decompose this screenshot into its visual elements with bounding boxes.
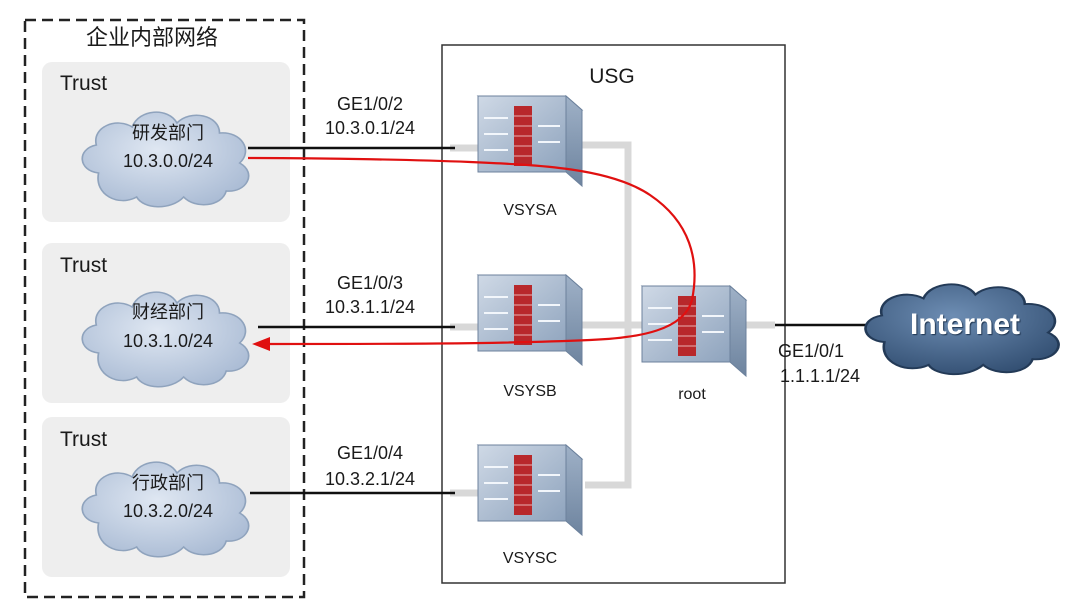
vsys-label: VSYSB — [503, 383, 557, 400]
interface-label: GE1/0/4 — [336, 443, 404, 463]
vsys-label: VSYSC — [502, 550, 558, 567]
interface-ip-label: 10.3.0.1/24 — [324, 118, 416, 138]
department-label: 财经部门 — [132, 302, 204, 323]
trust-label: Trust — [60, 428, 108, 451]
uplink-ip-label: 1.1.1.1/24 — [780, 366, 861, 386]
vsys-label: VSYSA — [503, 202, 557, 219]
subnet-label: 10.3.0.0/24 — [122, 151, 214, 171]
department-label: 研发部门 — [132, 123, 204, 144]
zone-title: 企业内部网络 — [86, 26, 219, 51]
interface-ip-label: 10.3.1.1/24 — [324, 297, 416, 317]
interface-label: GE1/0/3 — [336, 273, 404, 293]
traffic-arrowhead — [252, 337, 270, 351]
uplink-interface-label: GE1/0/1 — [778, 341, 845, 361]
trust-label: Trust — [60, 254, 108, 277]
subnet-label: 10.3.1.0/24 — [122, 331, 214, 351]
interface-label: GE1/0/2 — [336, 94, 404, 114]
subnet-label: 10.3.2.0/24 — [122, 501, 214, 521]
network-links — [248, 146, 880, 495]
internet-label: Internet — [909, 308, 1020, 341]
usg-title: USG — [589, 65, 635, 88]
interface-ip-label: 10.3.2.1/24 — [324, 469, 416, 489]
trust-label: Trust — [60, 72, 108, 95]
traffic-path — [247, 156, 696, 346]
enterprise-boundary — [23, 18, 306, 599]
root-label: root — [678, 386, 706, 403]
department-label: 行政部门 — [132, 473, 204, 494]
